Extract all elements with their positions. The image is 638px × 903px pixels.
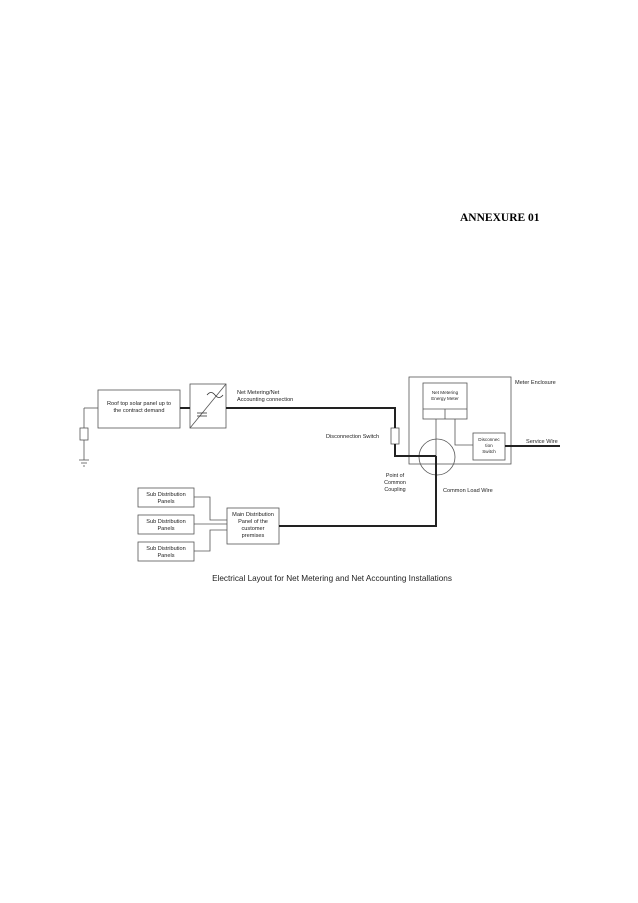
meter-disconnect-label-3: Switch xyxy=(482,449,496,454)
common-load-wire-label: Common Load Wire xyxy=(443,488,493,494)
svg-text:tion: tion xyxy=(485,443,493,448)
pcc-label-1: Point of xyxy=(386,473,405,479)
meter-disconnect-box xyxy=(472,432,506,461)
pcc-label-2: Common xyxy=(384,480,406,486)
net-connection-label-2: Accounting connection xyxy=(237,397,293,403)
main-panel-label-3: customer xyxy=(241,526,264,532)
svg-text:Main Distribution: Main Distribution xyxy=(232,512,274,518)
meter-enclosure-box xyxy=(408,376,512,465)
main-panel-label-1: Main Distribution xyxy=(232,512,274,518)
svg-text:Common: Common xyxy=(384,480,406,486)
svg-text:Point of: Point of xyxy=(386,473,405,479)
svg-text:Panels: Panels xyxy=(157,553,174,559)
main-panel-label-2: Panel of the xyxy=(238,519,268,525)
svg-text:Sub Distribution: Sub Distribution xyxy=(146,546,186,552)
pcc-label-3: Coupling xyxy=(384,487,405,493)
svg-text:Service Wire: Service Wire xyxy=(526,439,558,445)
ground-fuse-icon xyxy=(79,427,89,441)
svg-text:Energy Meter: Energy Meter xyxy=(431,396,459,401)
svg-text:Meter Enclosure: Meter Enclosure xyxy=(515,380,556,386)
meter-disconnect-label-1: Disconnec xyxy=(478,437,500,442)
sub-panel-box-2 xyxy=(137,514,195,535)
sub-panel-box-3 xyxy=(137,541,195,562)
diagram-caption: Electrical Layout for Net Metering and N… xyxy=(212,574,452,583)
sub-panel-3-label-2: Panels xyxy=(157,553,174,559)
sub-panel-3-label-1: Sub Distribution xyxy=(146,546,186,552)
svg-text:Disconnec: Disconnec xyxy=(478,437,500,442)
service-wire-label: Service Wire xyxy=(526,439,558,445)
svg-text:Sub Distribution: Sub Distribution xyxy=(146,519,186,525)
annexure-heading: ANNEXURE 01 xyxy=(460,212,540,224)
svg-text:customer: customer xyxy=(241,526,264,532)
svg-text:Panels: Panels xyxy=(157,499,174,505)
svg-text:Roof top solar panel up to: Roof top solar panel up to xyxy=(107,401,171,407)
svg-text:the contract demand: the contract demand xyxy=(114,408,165,414)
svg-text:Accounting connection: Accounting connection xyxy=(237,397,293,403)
svg-text:Panels: Panels xyxy=(157,526,174,532)
main-distribution-box xyxy=(226,507,280,545)
svg-text:Common Load Wire: Common Load Wire xyxy=(443,488,493,494)
svg-text:Net Metering/Net: Net Metering/Net xyxy=(237,390,280,396)
sub-panel-1-label-1: Sub Distribution xyxy=(146,492,186,498)
net-connection-label-1: Net Metering/Net xyxy=(237,390,280,396)
svg-text:Net Metering: Net Metering xyxy=(432,390,459,395)
svg-text:premises: premises xyxy=(242,533,265,539)
energy-meter-label-2: Energy Meter xyxy=(431,396,459,401)
meter-disconnect-label-2: tion xyxy=(485,443,493,448)
sub-panel-1-label-2: Panels xyxy=(157,499,174,505)
svg-text:Disconnection Switch: Disconnection Switch xyxy=(326,434,379,440)
svg-text:Sub Distribution: Sub Distribution xyxy=(146,492,186,498)
sub-panel-2-label-2: Panels xyxy=(157,526,174,532)
main-panel-label-4: premises xyxy=(242,533,265,539)
energy-meter-label-1: Net Metering xyxy=(432,390,459,395)
meter-enclosure-label: Meter Enclosure xyxy=(515,380,556,386)
sub-panel-2-label-1: Sub Distribution xyxy=(146,519,186,525)
svg-text:Switch: Switch xyxy=(482,449,496,454)
svg-text:Coupling: Coupling xyxy=(384,487,405,493)
solar-panel-label-2: the contract demand xyxy=(114,408,165,414)
disconnection-switch-icon xyxy=(390,427,400,445)
svg-text:Panel of the: Panel of the xyxy=(238,519,268,525)
sub-panel-box-1 xyxy=(137,487,195,508)
disconnection-switch-label: Disconnection Switch xyxy=(326,434,379,440)
solar-panel-label-1: Roof top solar panel up to xyxy=(107,401,171,407)
